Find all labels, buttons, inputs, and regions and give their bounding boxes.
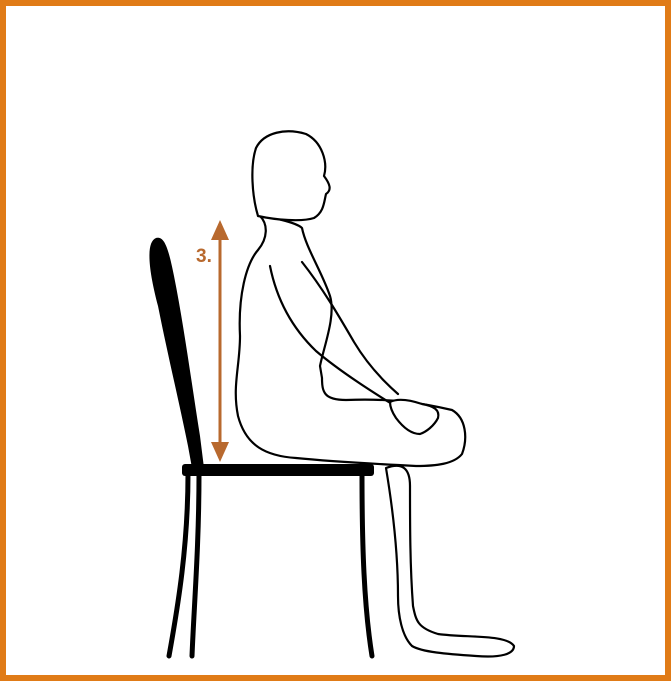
chair-back-leg-right <box>192 474 199 656</box>
figure-head <box>252 131 329 220</box>
step-number-label: 3. <box>196 246 212 267</box>
seated-measurement-illustration: 3. <box>6 6 671 687</box>
chair-back-leg-left <box>169 474 188 656</box>
figure-lower-leg <box>386 466 514 657</box>
chair-front-leg <box>362 474 372 656</box>
chair-seat <box>182 464 374 476</box>
arrow-head-top <box>211 220 229 240</box>
arrow-head-bottom <box>211 442 229 462</box>
seated-person-outline-icon <box>236 131 514 656</box>
chair-backrest <box>149 238 204 468</box>
double-headed-vertical-arrow-icon <box>211 220 229 462</box>
